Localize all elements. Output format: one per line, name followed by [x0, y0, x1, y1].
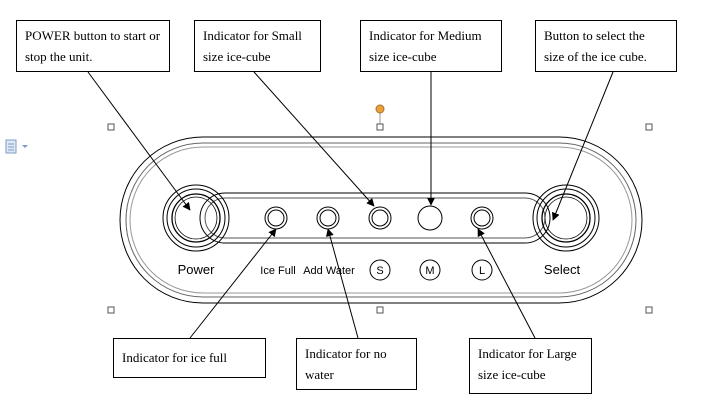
- resize-handle-bc[interactable]: [376, 306, 384, 314]
- resize-handle-tr[interactable]: [645, 123, 653, 131]
- leader-ice-full: [189, 228, 277, 339]
- l-badge: [471, 259, 493, 281]
- leader-small: [253, 71, 375, 207]
- selection-handles[interactable]: [107, 104, 653, 314]
- panel-outline: [119, 136, 643, 304]
- l-label: L: [479, 265, 485, 277]
- leader-large: [477, 228, 536, 339]
- s-badge: [369, 259, 391, 281]
- callout-no-water: Indicator for no water: [296, 338, 417, 390]
- indicator-medium: [417, 205, 443, 231]
- power-label: Power: [178, 262, 216, 277]
- indicator-small: [368, 206, 392, 230]
- indicator-ice-full: [264, 206, 288, 230]
- select-button[interactable]: [532, 184, 600, 252]
- callout-large: Indicator for Large size ice-cube: [469, 338, 592, 394]
- indicator-add-water: [316, 206, 340, 230]
- document-icon[interactable]: [5, 139, 28, 154]
- resize-handle-tl[interactable]: [107, 123, 115, 131]
- resize-handle-br[interactable]: [645, 306, 653, 314]
- callout-ice-full: Indicator for ice full: [113, 338, 266, 378]
- resize-handle-tc[interactable]: [376, 123, 384, 131]
- leader-power: [87, 71, 191, 211]
- resize-handle-bl[interactable]: [107, 306, 115, 314]
- callout-small: Indicator for Small size ice-cube: [194, 20, 321, 72]
- select-label: Select: [544, 262, 581, 277]
- callout-medium: Indicator for Medium size ice-cube: [360, 20, 502, 72]
- leader-lines: [87, 71, 614, 339]
- indicator-large: [470, 206, 494, 230]
- s-label: S: [376, 265, 383, 277]
- ice-full-label: Ice Full: [260, 265, 295, 277]
- power-button[interactable]: [162, 184, 230, 252]
- add-water-label: Add Water: [303, 265, 355, 277]
- leader-no-water: [326, 228, 359, 339]
- rotate-handle[interactable]: [375, 104, 385, 114]
- m-badge: [419, 259, 441, 281]
- m-label: M: [425, 265, 434, 277]
- leader-select: [551, 71, 614, 221]
- callout-power: POWER button to start or stop the unit.: [16, 20, 170, 72]
- callout-select: Button to select the size of the ice cub…: [535, 20, 677, 72]
